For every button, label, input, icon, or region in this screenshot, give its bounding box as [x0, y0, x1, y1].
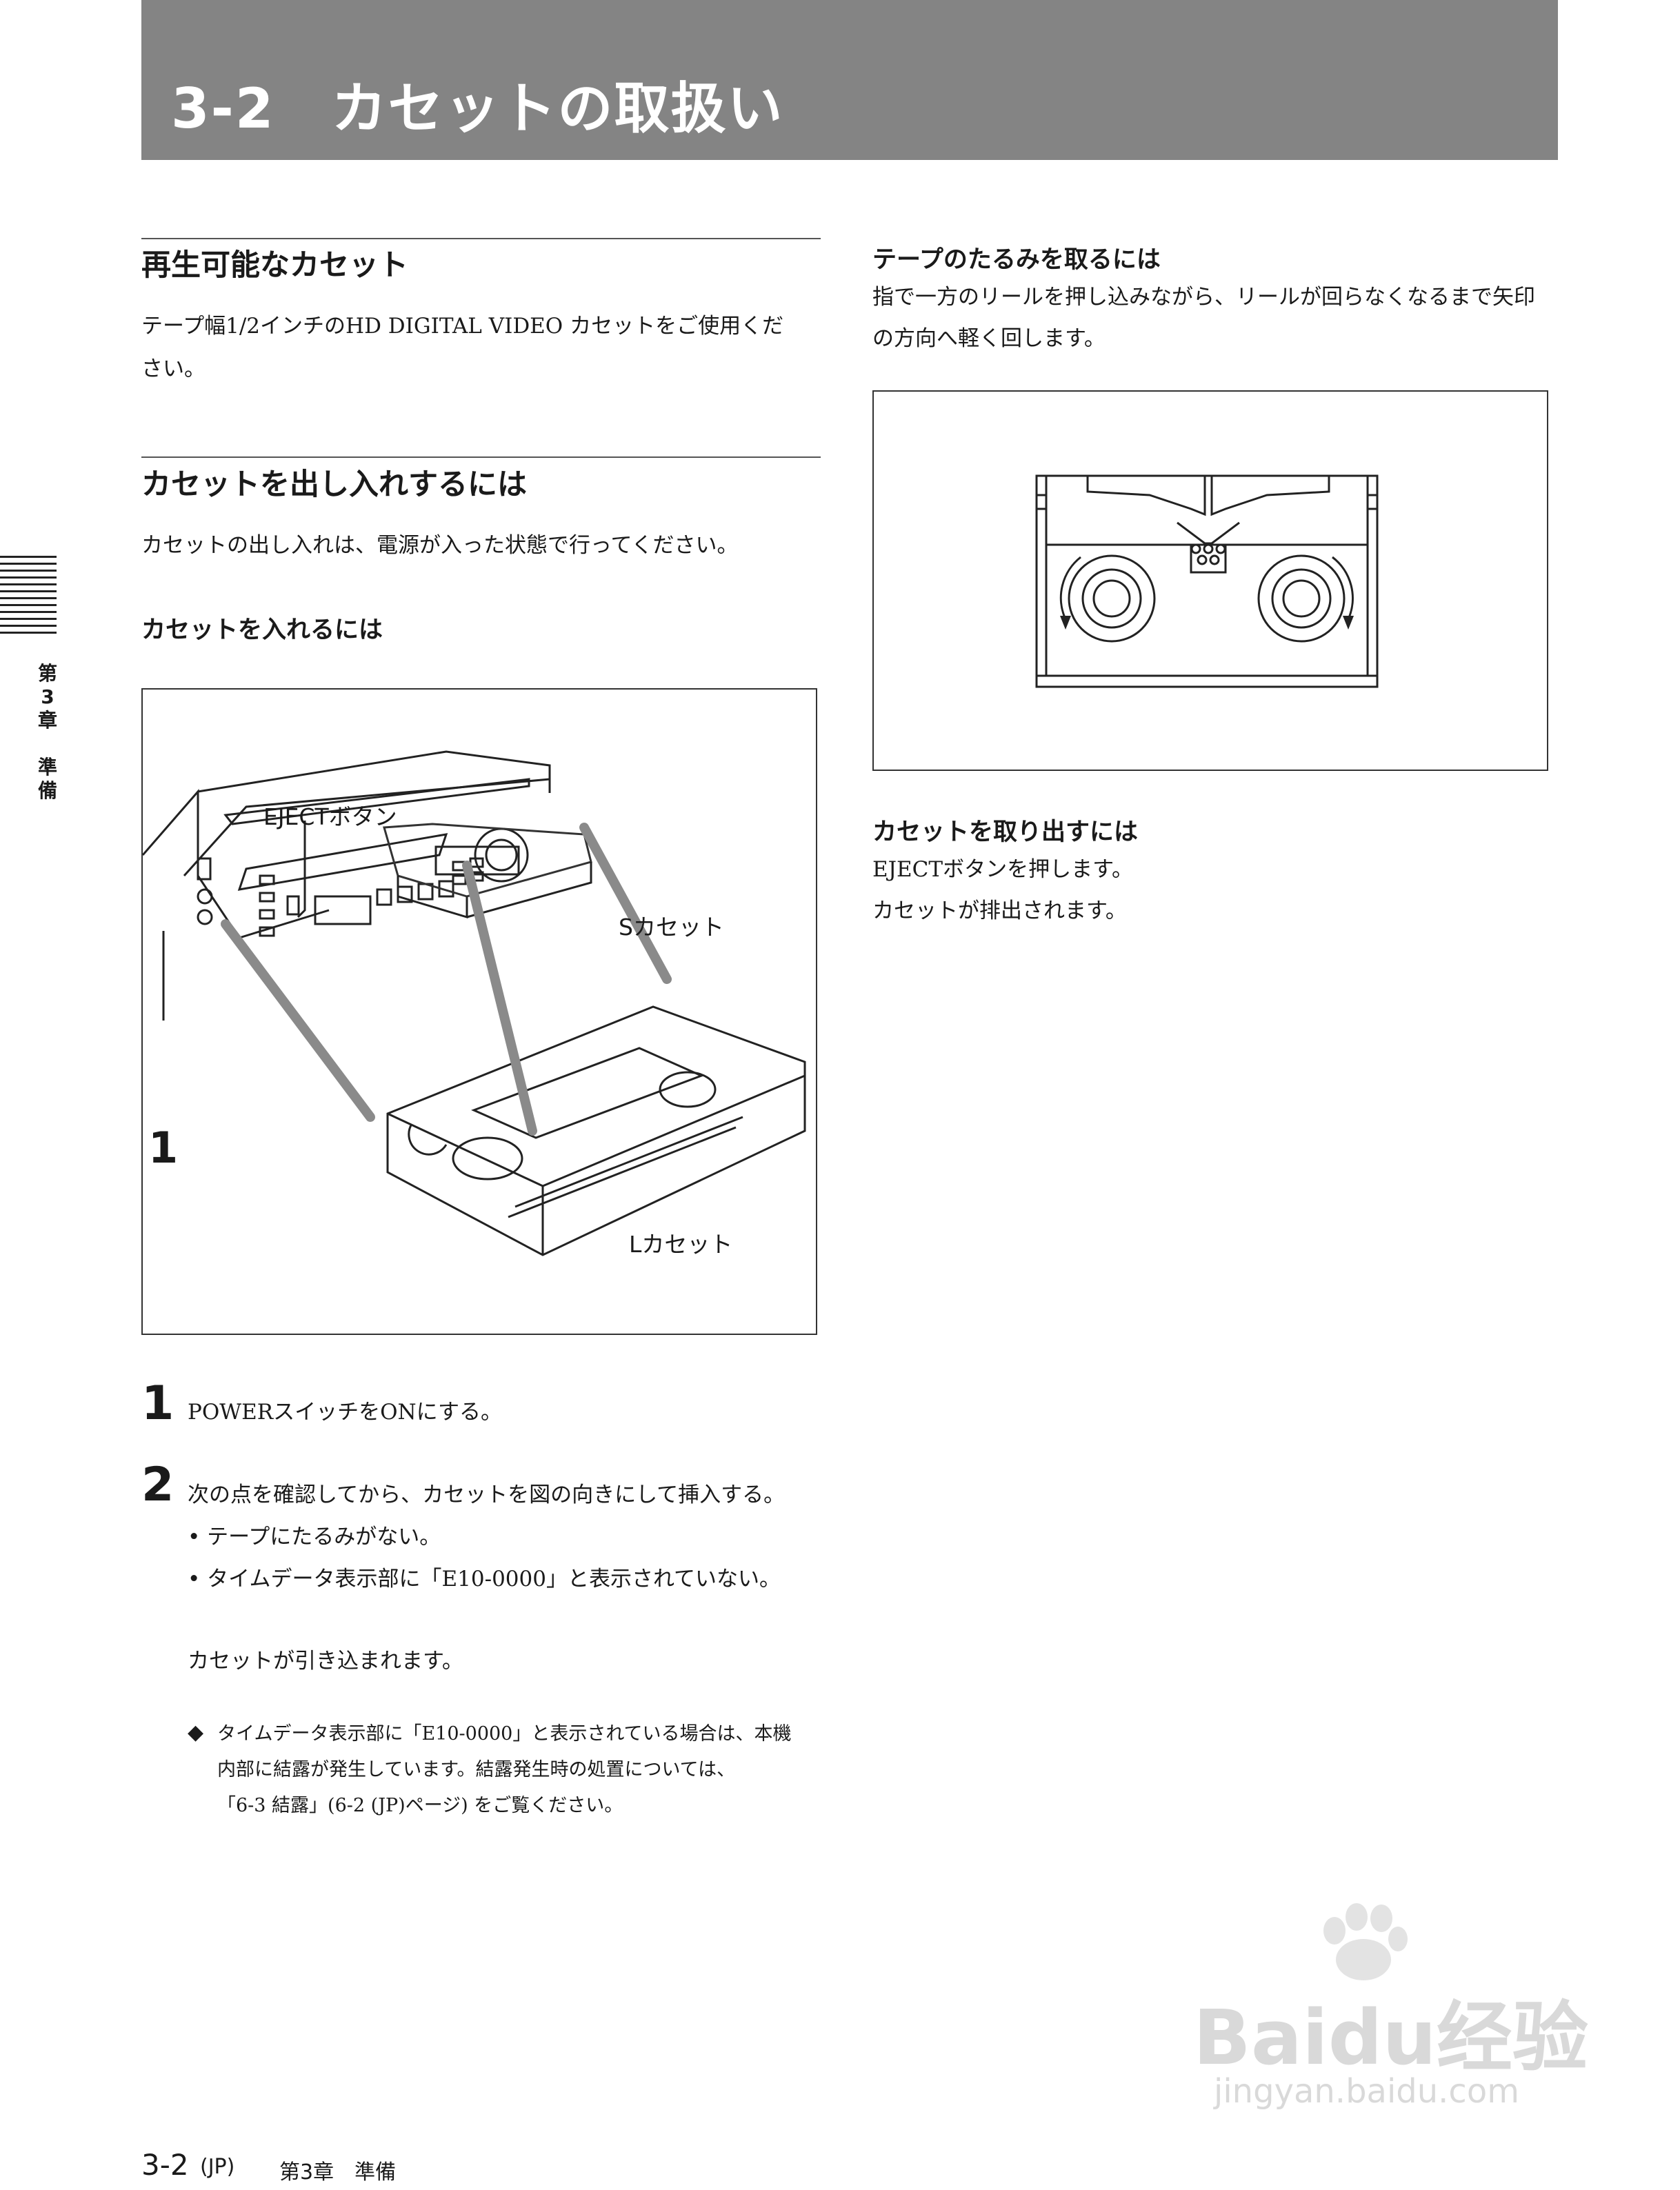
bullet-2: • タイムデータ表示部に「E10-0000」と表示されていない。	[188, 1567, 781, 1591]
side-label: 準備	[37, 756, 57, 802]
subtitle-slack: テープのたるみを取るには	[872, 246, 1161, 274]
insert-cassette-figure: EJECTボタン Sカセット Lカセット 1	[141, 688, 817, 1335]
l-cassette-label: Lカセット	[629, 1231, 733, 1258]
header-bar	[141, 0, 1558, 160]
eject-line-1: EJECTボタンを押します。	[872, 857, 1133, 882]
section-title-playable: 再生可能なカセット	[141, 248, 408, 283]
footer-jp: (JP)	[200, 2155, 235, 2179]
result-text: カセットが引き込まれます。	[188, 1649, 463, 1674]
playable-line-1: テープ幅1/2インチのHD DIGITAL VIDEO カセットをご使用くだ	[141, 314, 784, 339]
chapter-tab-lines	[0, 556, 57, 639]
reel-figure	[872, 390, 1548, 771]
side-chapter: 第3章	[37, 662, 57, 732]
note-line-3: 「6-3 結露」(6-2 (JP)ページ) をご覧ください。	[217, 1795, 623, 1816]
section-title-insert-remove: カセットを出し入れするには	[141, 468, 527, 502]
watermark-brand: Baidu经验	[1193, 1993, 1588, 2082]
step-1-text: POWERスイッチをONにする。	[188, 1400, 502, 1425]
s-cassette-label: Sカセット	[619, 914, 724, 941]
note-line-1: タイムデータ表示部に「E10-0000」と表示されている場合は、本機	[217, 1723, 792, 1745]
eject-button-label: EJECTボタン	[263, 803, 397, 830]
step-1-number: 1	[141, 1376, 174, 1431]
bullet-1: • テープにたるみがない。	[188, 1525, 441, 1549]
footer-chapter: 第3章 準備	[279, 2160, 397, 2184]
section-rule	[141, 456, 821, 458]
step-2-text: 次の点を確認してから、カセットを図の向きにして挿入する。	[188, 1483, 786, 1507]
playable-line-2: さい。	[141, 356, 206, 381]
note-line-2: 内部に結露が発生しています。結露発生時の処置については、	[217, 1759, 736, 1780]
section-rule	[141, 238, 821, 239]
cassette-reels-illustration	[1035, 474, 1379, 688]
subtitle-insert: カセットを入れるには	[141, 616, 383, 644]
footer-page-number: 3-2	[141, 2148, 189, 2182]
callout-number: 1	[148, 1123, 179, 1173]
paw-icon	[1314, 1903, 1410, 1986]
vtr-illustration	[143, 750, 806, 1256]
watermark-url: jingyan.baidu.com	[1214, 2072, 1519, 2111]
page-title: 3-2 カセットの取扱い	[171, 77, 784, 141]
eject-line-2: カセットが排出されます。	[872, 898, 1127, 923]
insert-remove-text: カセットの出し入れは、電源が入った状態で行ってください。	[141, 533, 739, 558]
note-icon: ◆	[188, 1720, 204, 1745]
step-2-number: 2	[141, 1458, 174, 1512]
slack-line-2: の方向へ軽く回します。	[872, 326, 1106, 351]
subtitle-eject: カセットを取り出すには	[872, 818, 1139, 846]
slack-line-1: 指で一方のリールを押し込みながら、リールが回らなくなるまで矢印	[872, 285, 1535, 310]
